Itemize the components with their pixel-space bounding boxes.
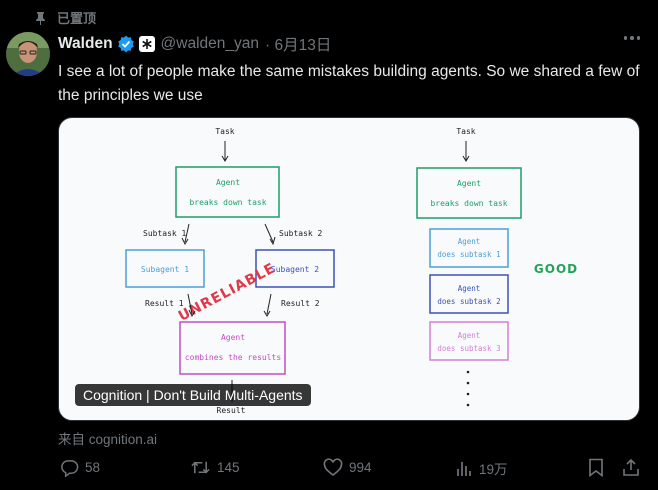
bookmark-button[interactable]: [588, 458, 604, 477]
right-agent2-title: Agent: [458, 284, 481, 293]
right-agent-box: [416, 167, 522, 219]
left-subtask2-label: Subtask 2: [279, 229, 323, 238]
retweet-icon: [191, 461, 210, 474]
right-agent3-box: [429, 321, 509, 361]
tweet-header: Walden @walden_yan · 6月13日: [58, 33, 331, 55]
heart-icon: [323, 458, 343, 477]
left-agent-box: [175, 166, 280, 218]
right-agent1-box: [429, 228, 509, 268]
diagram-image: Task Agent breaks down task Subtask 1 Su…: [125, 127, 578, 415]
right-agent-title: Agent: [457, 179, 481, 188]
pinned-label: 已置顶: [57, 11, 97, 26]
subagent2-label: Subagent 2: [271, 265, 319, 274]
left-result2-label: Result 2: [281, 299, 320, 308]
retweet-count: 145: [217, 460, 240, 475]
views-count: 19万: [479, 462, 508, 477]
tweet-date[interactable]: · 6月13日: [265, 37, 332, 54]
share-button[interactable]: [622, 458, 640, 477]
avatar-image: [6, 32, 50, 76]
pin-icon: [36, 11, 45, 25]
combine-agent-box: [179, 321, 286, 375]
left-agent-title: Agent: [216, 178, 240, 187]
author-handle[interactable]: @walden_yan: [160, 35, 260, 52]
right-agent1-sub: does subtask 1: [437, 250, 500, 259]
retweet-button[interactable]: 145: [190, 458, 240, 477]
combine-agent-sub: combines the results: [185, 353, 282, 362]
reply-count: 58: [85, 460, 101, 475]
left-result1-label: Result 1: [145, 299, 184, 308]
card-source[interactable]: 来自 cognition.ai: [58, 432, 158, 447]
continuation-dots: [466, 370, 470, 407]
right-task-label: Task: [456, 127, 475, 136]
avatar[interactable]: [6, 32, 50, 76]
more-options-icon[interactable]: [623, 36, 640, 40]
right-agent2-sub: does subtask 2: [437, 297, 500, 306]
right-agent-sub: breaks down task: [430, 199, 507, 208]
left-task-label: Task: [215, 127, 234, 136]
subagent1-label: Subagent 1: [141, 265, 189, 274]
subagent1-box: [125, 249, 205, 288]
combine-agent-title: Agent: [221, 333, 245, 342]
left-agent-sub: breaks down task: [189, 198, 266, 207]
like-button[interactable]: 994: [323, 458, 372, 477]
left-subtask1-label: Subtask 1: [143, 229, 187, 238]
action-bar: 58 145 994 19万: [58, 458, 646, 482]
right-agent3-sub: does subtask 3: [437, 344, 500, 353]
like-count: 994: [349, 460, 372, 475]
good-stamp: GOOD: [534, 262, 578, 276]
bookmark-icon: [589, 458, 603, 477]
views-icon: [457, 461, 471, 476]
right-agent3-title: Agent: [458, 331, 481, 340]
author-name[interactable]: Walden: [58, 35, 113, 52]
right-agent1-title: Agent: [458, 237, 481, 246]
reply-icon: [61, 460, 79, 477]
right-agent2-box: [429, 274, 509, 314]
subagent2-box: [255, 249, 335, 288]
snowflake-icon: [141, 39, 152, 49]
views-button[interactable]: 19万: [456, 458, 508, 478]
card-caption[interactable]: Cognition | Don't Build Multi-Agents: [75, 384, 311, 406]
left-result-label: Result: [217, 406, 246, 415]
share-icon: [623, 458, 639, 476]
verified-badge-icon: [117, 35, 134, 53]
affiliate-badge-icon[interactable]: [138, 36, 155, 52]
pinned-indicator: 已置顶: [34, 8, 96, 27]
tweet-text: I see a lot of people make the same mist…: [58, 63, 640, 104]
link-card[interactable]: Task Agent breaks down task Subtask 1 Su…: [58, 117, 640, 421]
reply-button[interactable]: 58: [60, 458, 100, 477]
